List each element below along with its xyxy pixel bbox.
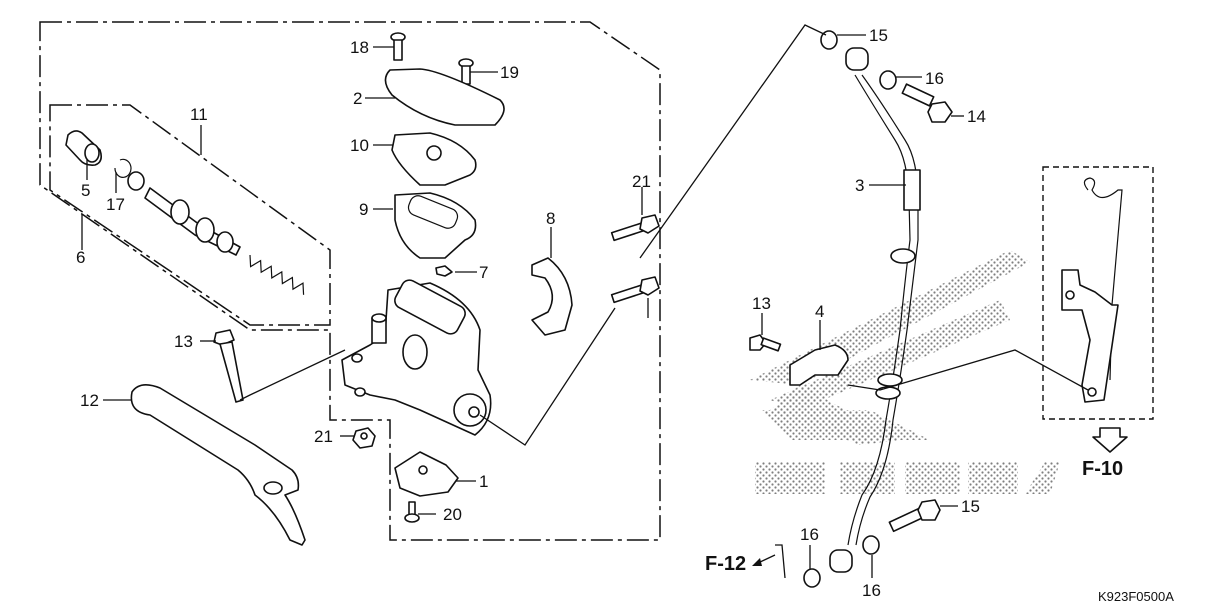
callout-8: 8: [546, 209, 555, 228]
bolt-13: [749, 334, 782, 352]
master-cylinder-body: [341, 279, 492, 436]
oil-bolt-15b: [888, 499, 941, 533]
callout-13: 13: [752, 294, 771, 313]
assembly-outline: [39, 21, 661, 541]
pivot-bolt: [213, 329, 244, 403]
arrow-down-outline-icon: [1092, 427, 1128, 453]
callout-11: 11: [190, 105, 208, 124]
drawing-code: K923F0500A: [1098, 589, 1174, 604]
callout-18b: 19: [500, 63, 519, 82]
callout-20: 21: [314, 427, 333, 446]
stay-bracket: [1083, 177, 1123, 381]
callout-5: 5: [81, 181, 90, 200]
piston-set-outline: [49, 104, 331, 326]
callout-16b: 16: [925, 69, 944, 88]
circlip: [114, 158, 132, 178]
callout-19: 20: [443, 505, 462, 524]
callout-15a: 14: [967, 107, 986, 126]
callout-4: 4: [815, 302, 824, 321]
callout-18a: 18: [350, 38, 369, 57]
honda-wordmark: [755, 462, 1060, 494]
callout-14: 13: [174, 332, 193, 351]
hose-clamp: [789, 344, 849, 386]
washer-16a: [820, 30, 838, 50]
grommet-upper: [890, 248, 916, 264]
callout-16a: 15: [869, 26, 888, 45]
brake-switch: [394, 451, 459, 497]
callout-15b: 15: [961, 497, 980, 516]
callout-10: 10: [350, 136, 369, 155]
washer-16b: [879, 70, 897, 90]
callout-1: 1: [479, 472, 488, 491]
bolt-21b: [610, 276, 660, 304]
master-cylinder-holder: [531, 257, 573, 336]
callout-9: 9: [359, 200, 368, 219]
washer-16c: [803, 568, 821, 588]
nut: [352, 427, 376, 449]
callout-2: 2: [353, 89, 362, 108]
piston: [144, 187, 241, 256]
hose-guide: [1061, 269, 1119, 403]
arrow-left-icon: [752, 554, 776, 566]
clip: [435, 265, 453, 277]
callout-16c: 16: [800, 525, 819, 544]
brake-lever: [130, 384, 306, 546]
brake-hose: [847, 74, 911, 546]
callout-labels: 18 19 2 10 9 7 11 5 17 6 13 12 21 1 20 8…: [76, 26, 986, 600]
bolt-21a: [610, 214, 660, 242]
ref-f10-label[interactable]: F-10: [1082, 458, 1123, 480]
callout-3: 3: [855, 176, 864, 195]
spring: [249, 254, 305, 295]
callout-21a: 21: [632, 172, 651, 191]
diaphragm: [394, 192, 477, 259]
seal: [127, 171, 145, 191]
callout-6: 6: [76, 248, 85, 267]
ref-f12[interactable]: F-12: [705, 553, 776, 575]
callout-17: 17: [106, 195, 125, 214]
reservoir-cap: [384, 68, 505, 126]
grommet-lower: [877, 373, 903, 387]
banjo-fitting-lower: [829, 549, 853, 573]
banjo-fitting-upper: [845, 47, 869, 71]
screw-19: [404, 501, 420, 523]
hose-sleeve: [903, 169, 921, 211]
ref-f12-label[interactable]: F-12: [705, 553, 746, 575]
callout-16d: 16: [862, 581, 881, 600]
leader-lines: [81, 24, 1089, 579]
ref-f10[interactable]: F-10: [1082, 427, 1128, 480]
oil-bolt-15a: [901, 83, 953, 123]
callout-7: 7: [479, 263, 488, 282]
washer-16d: [862, 535, 880, 555]
callout-12: 12: [80, 391, 99, 410]
screw-18b: [458, 58, 474, 85]
screw-18a: [390, 32, 406, 61]
f10-detail-box: [1042, 166, 1154, 420]
